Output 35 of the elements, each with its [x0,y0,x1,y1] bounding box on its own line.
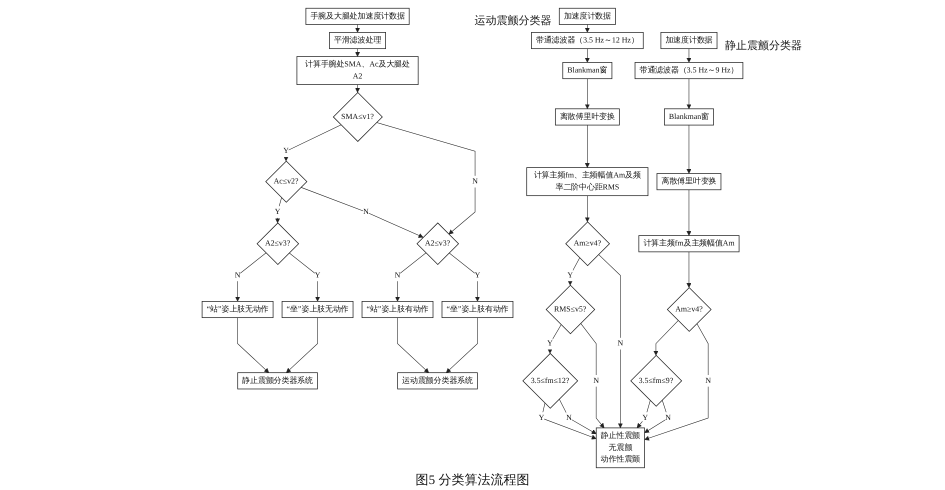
arrow [644,400,668,433]
arrow [598,254,623,428]
arrow [584,48,590,63]
arrow [644,323,708,441]
arrow [541,402,596,440]
arrow [355,24,360,33]
arrow [395,252,426,302]
arrow [286,317,318,373]
arrow [284,124,342,162]
arrow [397,317,429,373]
arrow [584,195,590,222]
arrow [355,48,360,57]
arrow [237,317,270,373]
arrow [288,252,320,302]
section-heading: 静止震颤分类器 [725,38,802,53]
arrow [558,398,596,434]
arrow [376,122,476,234]
arrow [355,84,360,93]
figure-caption: 图5 分类算法流程图 [416,471,530,489]
arrow [686,190,692,236]
arrow [584,24,590,33]
arrow [235,252,266,302]
arrow [584,124,590,168]
arrow [446,317,478,373]
arrow [686,48,692,63]
arrow [686,78,692,110]
arrow [686,252,692,288]
arrow [686,124,692,174]
section-heading: 运动震颤分类器 [474,14,552,28]
arrow [636,400,651,428]
arrow [300,187,424,238]
arrow [580,323,604,428]
arrow [653,320,678,356]
arrow [584,78,590,110]
arrow [448,252,480,302]
